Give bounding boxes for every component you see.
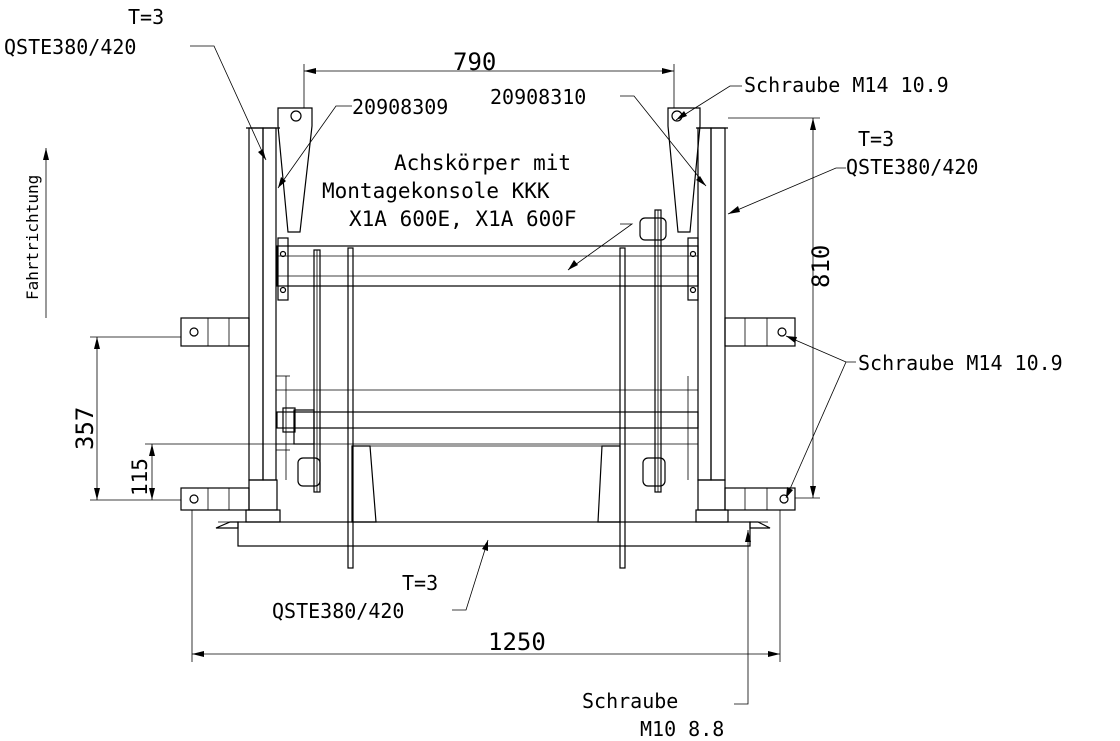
label-bottom-thickness: T=3 (402, 571, 438, 595)
label-axle-line2: Montagekonsole KKK (322, 179, 550, 203)
label-part-20908309: 20908309 (352, 95, 448, 119)
label-screw-bottom-line1: Schraube (582, 689, 678, 713)
leader-lines (190, 45, 856, 705)
label-screw-side: Schraube M14 10.9 (858, 351, 1063, 375)
frame-structure (180, 107, 796, 569)
label-axle-line3: X1A 600E, X1A 600F (349, 207, 577, 231)
dimension-115: 115 (128, 458, 152, 496)
label-left-top-thickness: T=3 (128, 5, 164, 29)
label-bottom-material: QSTE380/420 (272, 599, 404, 623)
label-part-20908310: 20908310 (490, 85, 586, 109)
dimension-790: 790 (453, 48, 496, 76)
dimension-810: 810 (807, 245, 835, 288)
dimension-357: 357 (71, 407, 99, 450)
direction-arrow (43, 148, 49, 318)
dimension-lines (90, 64, 820, 662)
label-screw-top: Schraube M14 10.9 (744, 73, 949, 97)
dimension-1250: 1250 (488, 628, 546, 656)
label-direction: Fahrtrichtung (23, 175, 42, 300)
label-right-thickness: T=3 (858, 127, 894, 151)
label-axle-line1: Achskörper mit (394, 151, 571, 175)
text-labels: T=3 QSTE380/420 790 20908309 20908310 Sc… (4, 5, 1063, 741)
label-right-material: QSTE380/420 (846, 155, 978, 179)
label-left-top-material: QSTE380/420 (4, 35, 136, 59)
label-screw-bottom-line2: M10 8.8 (640, 717, 724, 741)
